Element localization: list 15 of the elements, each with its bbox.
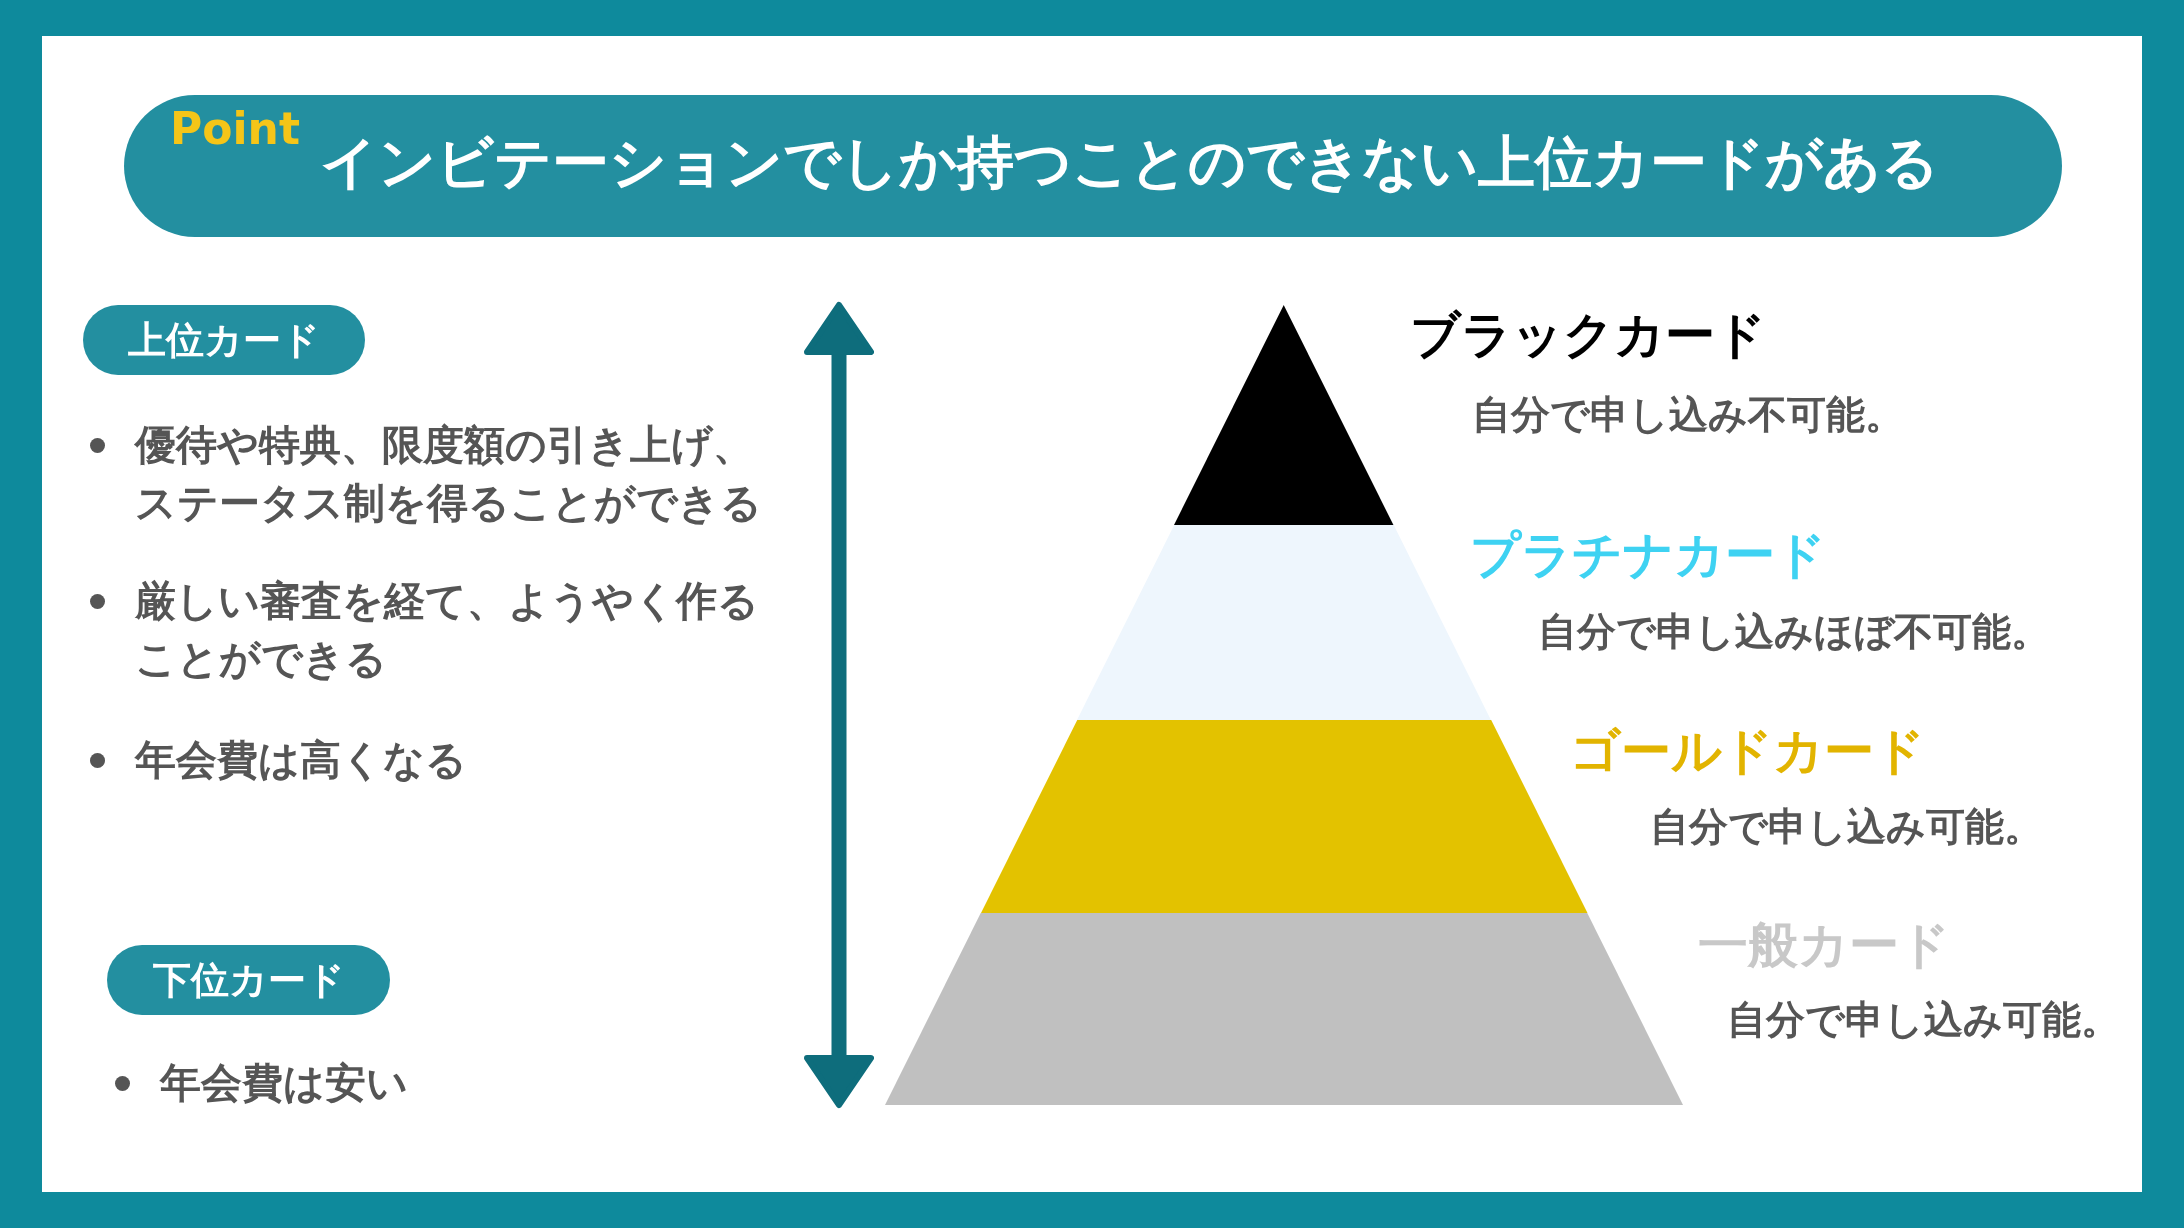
- tier-name: プラチナカード: [1470, 525, 1826, 586]
- tier-badge: 上位カード: [83, 305, 365, 375]
- bullet-text: 年会費は高くなる: [135, 735, 468, 786]
- tier-name: ブラックカード: [1410, 305, 1766, 366]
- tier-description: 自分で申し込み可能。: [1727, 996, 2120, 1044]
- tier-name: ゴールドカード: [1570, 721, 1925, 782]
- tier-badge: 下位カード: [107, 945, 390, 1015]
- tier-description: 自分で申し込みほぼ不可能。: [1538, 608, 2050, 656]
- title-text: インビテーションでしか持つことのできない上位カードがある: [320, 128, 1939, 197]
- bullet-text: 厳しい審査を経て、ようやく作ることができる: [135, 576, 760, 685]
- bullet-text: 年会費は安い: [160, 1058, 409, 1109]
- tier-description: 自分で申し込み可能。: [1650, 803, 2043, 851]
- tier-description: 自分で申し込み不可能。: [1472, 391, 1904, 439]
- bullet-text: 優待や特典、限度額の引き上げ、ステータス制を得ることができる: [135, 420, 763, 529]
- point-tag: Point: [170, 103, 300, 154]
